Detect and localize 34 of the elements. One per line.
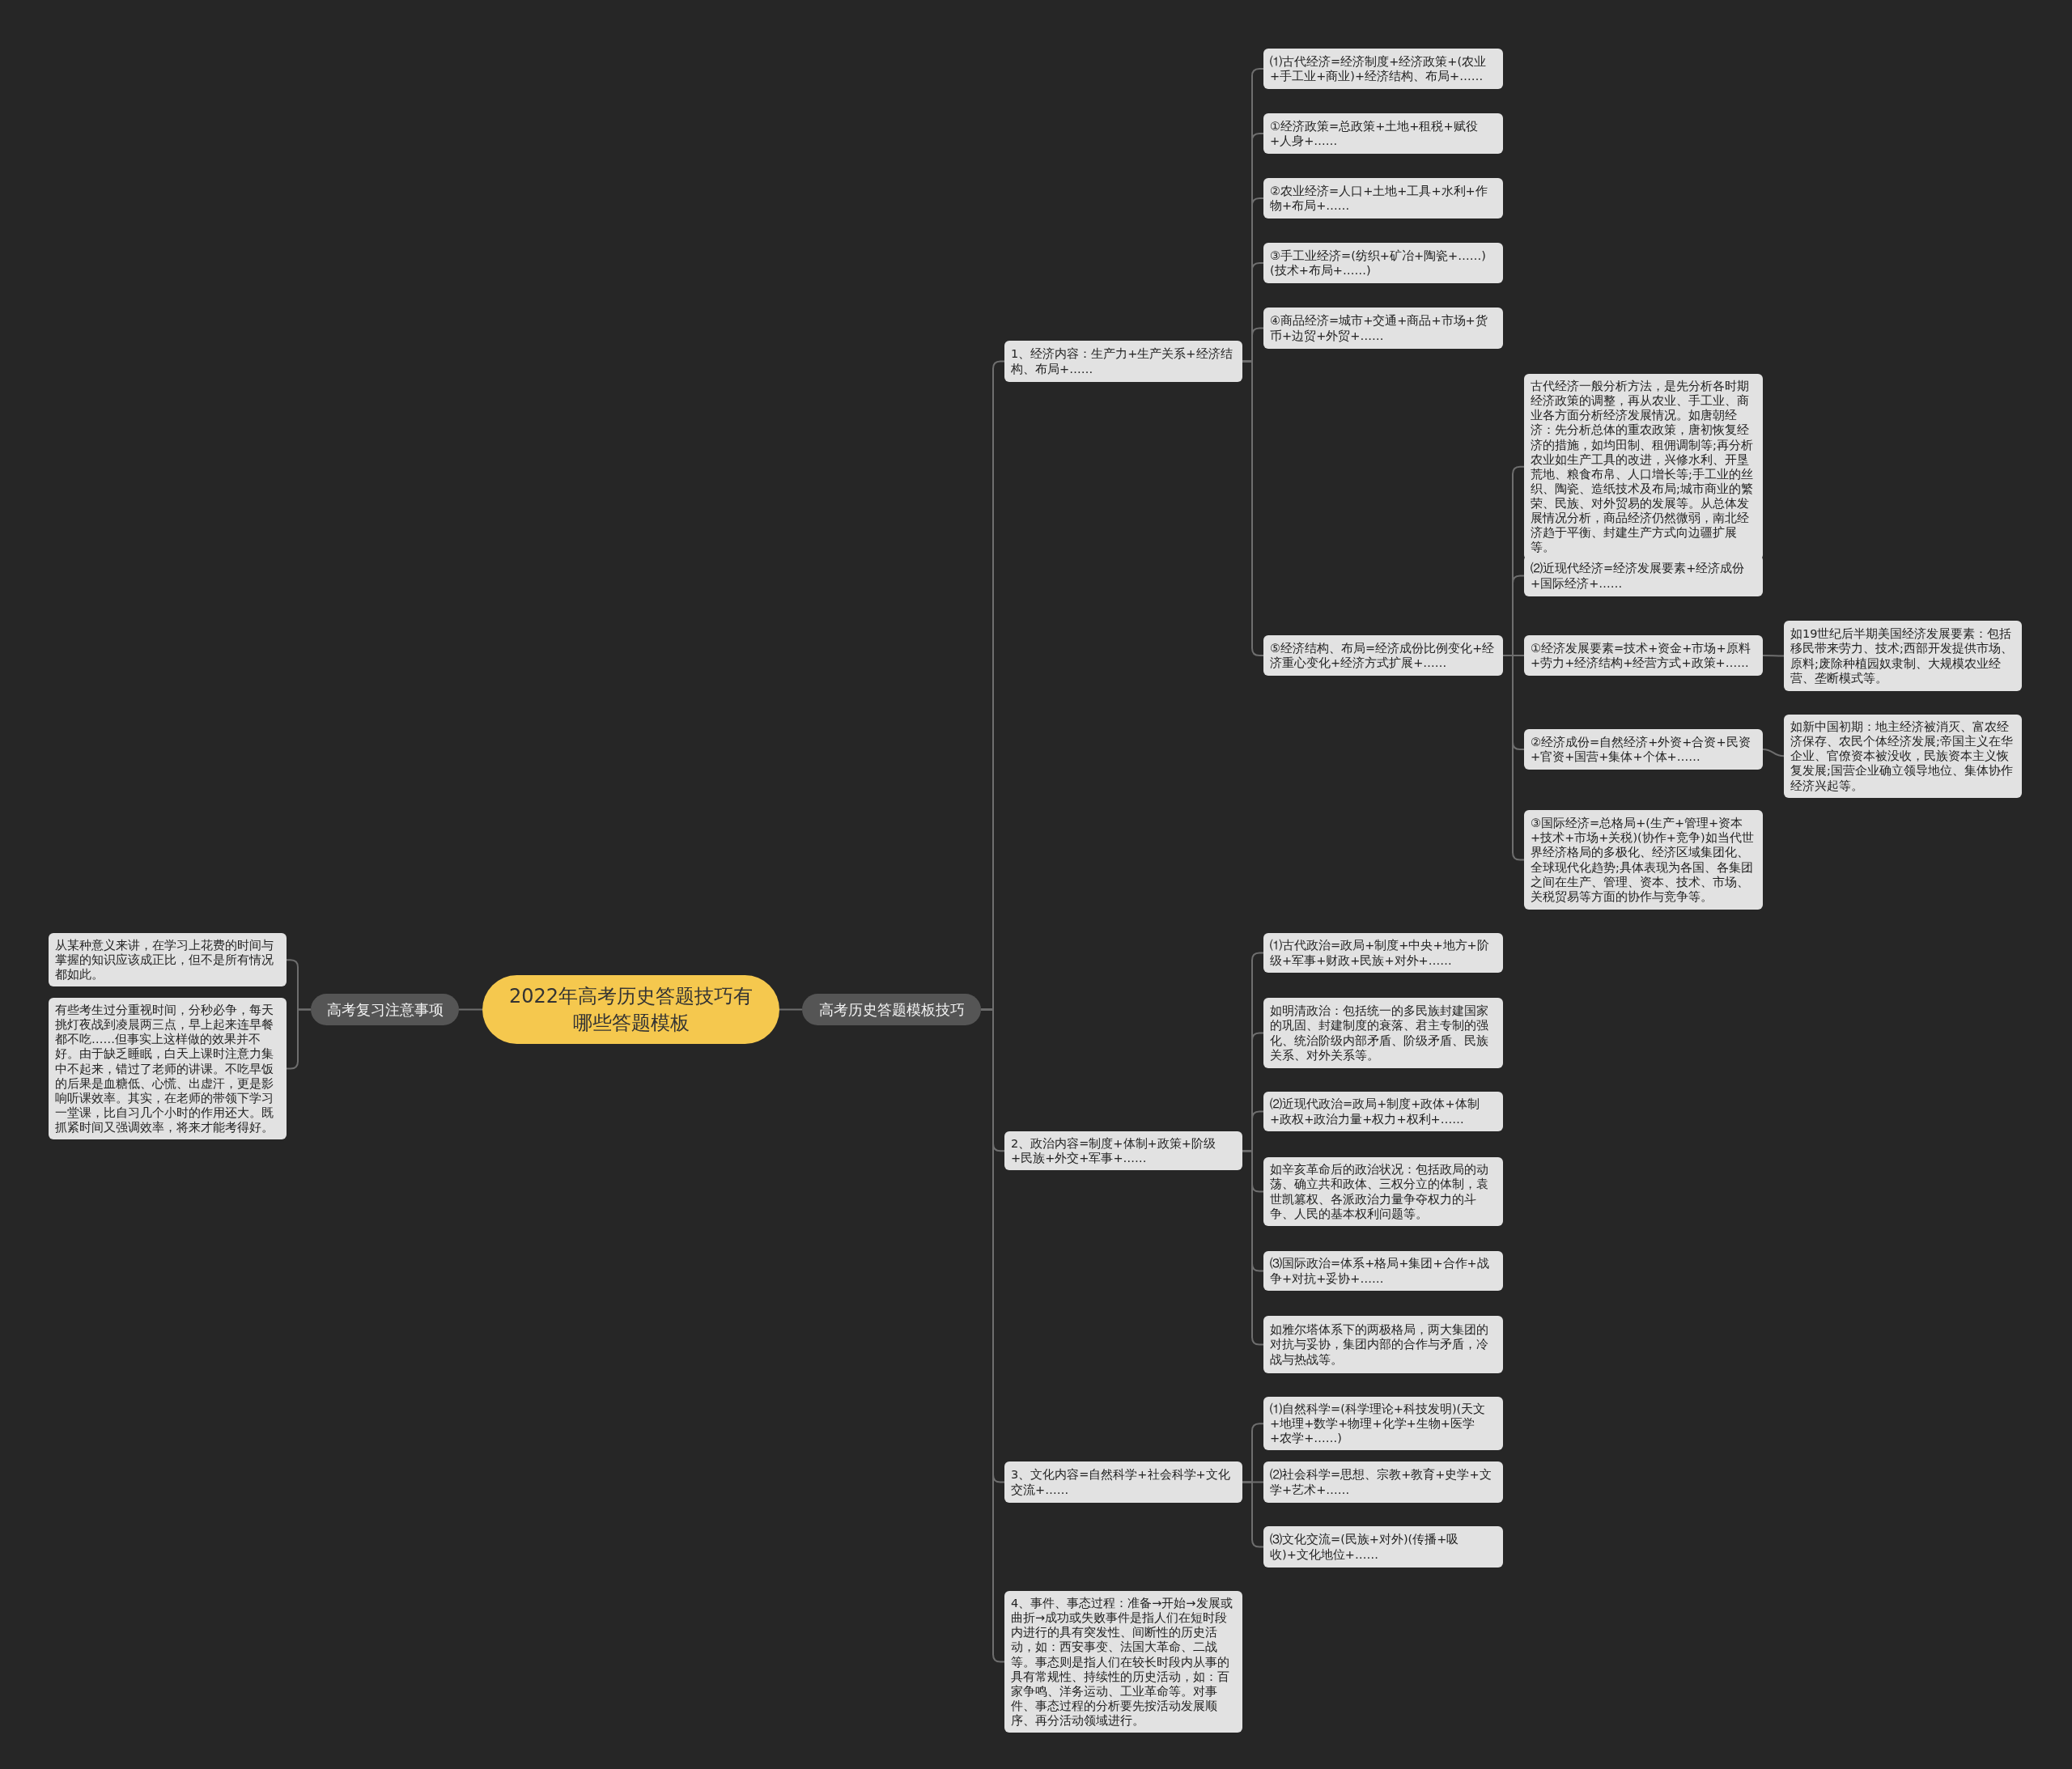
topic-box: 如19世纪后半期美国经济发展要素：包括移民带来劳力、技术;西部开发提供市场、原料;废除种植园奴隶制、大规模农业经营、垄断模式等。 (1784, 621, 2022, 691)
connector-line (458, 1008, 483, 1011)
topic-box: ③国际经济=总格局+(生产+管理+资本+技术+市场+关税)(协作+竞争)如当代世界经济格局的多极化、经济区域集团化、全球现代化趋势;具体表现为各国、各集团之间在生产、管理、资本、技术、市场、关税贸易等方面的协作与竞争等。 (1524, 810, 1763, 910)
topic-box: 3、文化内容=自然科学+社会科学+文化交流+…… (1004, 1461, 1242, 1503)
topic-box: ②经济成份=自然经济+外资+合资+民资+官资+国营+集体+个体+…… (1524, 729, 1763, 770)
topic-box: ⑵近现代政治=政局+制度+政体+体制+政权+政治力量+权力+权利+…… (1263, 1092, 1503, 1131)
topic-box: 有些考生过分重视时间，分秒必争，每天挑灯夜战到凌晨两三点，早上起来连早餐都不吃……但事实上这样做的效果并不好。由于缺乏睡眠，白天上课时注意力集中不起来，错过了老师的讲课。不吃早饭的后果是血糖低、心慌、出虚汗，更是影响听课效率。其实，在老师的带领下学习一堂课，比自习几个小时的作用还大。既抓紧时间又强调效率，将来才能考得好。 (49, 998, 287, 1140)
branch-topic: 高考复习注意事项 (311, 994, 459, 1025)
connector-line (1762, 749, 1785, 757)
topic-box: ⑶文化交流=(民族+对外)(传播+吸收)+文化地位+…… (1263, 1526, 1503, 1567)
connector-line (779, 1008, 803, 1011)
topic-box: ⑴古代政治=政局+制度+中央+地方+阶级+军事+财政+民族+对外+…… (1263, 933, 1503, 973)
topic-box: 如辛亥革命后的政治状况：包括政局的动荡、确立共和政体、三权分立的体制，袁世凯篡权、各派政治力量争夺权力的斗争、人民的基本权利问题等。 (1263, 1157, 1503, 1226)
branch-topic: 高考历史答题模板技巧 (802, 994, 981, 1025)
topic-box: ①经济发展要素=技术+资金+市场+原料+劳力+经济结构+经营方式+政策+…… (1524, 635, 1763, 676)
topic-box: ⑶国际政治=体系+格局+集团+合作+战争+对抗+妥协+…… (1263, 1251, 1503, 1291)
topic-box: 4、事件、事态过程：准备→开始→发展或曲折→成功或失败事件是指人们在短时段内进行的具有突发性、间断性的历史活动，如：西安事变、法国大革命、二战等。事态则是指人们在较长时段内从事的具有常规性、持续性的历史活动，如：百家争鸣、洋务运动、工业革命等。对事件、事态过程的分析要先按活动发展顺序、再分活动领域进行。 (1004, 1591, 1242, 1733)
topic-box: ②农业经济=人口+土地+工具+水利+作物+布局+…… (1263, 178, 1503, 218)
topic-box: 2、政治内容=制度+体制+政策+阶级+民族+外交+军事+…… (1004, 1131, 1242, 1171)
topic-box: ③手工业经济=(纺织+矿冶+陶瓷+……)(技术+布局+……) (1263, 243, 1503, 283)
topic-box: ⑤经济结构、布局=经济成份比例变化+经济重心变化+经济方式扩展+…… (1263, 635, 1503, 676)
topic-box: ④商品经济=城市+交通+商品+市场+货币+边贸+外贸+…… (1263, 308, 1503, 349)
topic-box: 从某种意义来讲，在学习上花费的时间与掌握的知识应该成正比，但不是所有情况都如此。 (49, 933, 287, 987)
topic-box: ⑵近现代经济=经济发展要素+经济成份+国际经济+…… (1524, 555, 1763, 596)
topic-box: 1、经济内容：生产力+生产关系+经济结构、布局+…… (1004, 341, 1242, 382)
connector-line (1762, 655, 1785, 657)
topic-box: 如雅尔塔体系下的两极格局，两大集团的对抗与妥协，集团内部的合作与矛盾，冷战与热战等。 (1263, 1316, 1503, 1373)
topic-box: 如新中国初期：地主经济被消灭、富农经济保存、农民个体经济发展;帝国主义在华企业、官僚资本被没收，民族资本主义恢复发展;国营企业确立领导地位、集体协作经济兴起等。 (1784, 715, 2022, 798)
topic-box: ⑵社会科学=思想、宗教+教育+史学+文学+艺术+…… (1263, 1461, 1503, 1503)
topic-box: 如明清政治：包括统一的多民族封建国家的巩固、封建制度的衰落、君主专制的强化、统治阶级内部矛盾、阶级矛盾、民族关系、对外关系等。 (1263, 998, 1503, 1068)
topic-box: ⑴自然科学=(科学理论+科技发明)(天文+地理+数学+物理+化学+生物+医学+农学+……) (1263, 1397, 1503, 1451)
topic-box: ⑴古代经济=经济制度+经济政策+(农业+手工业+商业)+经济结构、布局+…… (1263, 49, 1503, 89)
central-topic: 2022年高考历史答题技巧有哪些答题模板 (482, 975, 779, 1044)
topic-box: ①经济政策=总政策+土地+租税+赋役+人身+…… (1263, 113, 1503, 154)
